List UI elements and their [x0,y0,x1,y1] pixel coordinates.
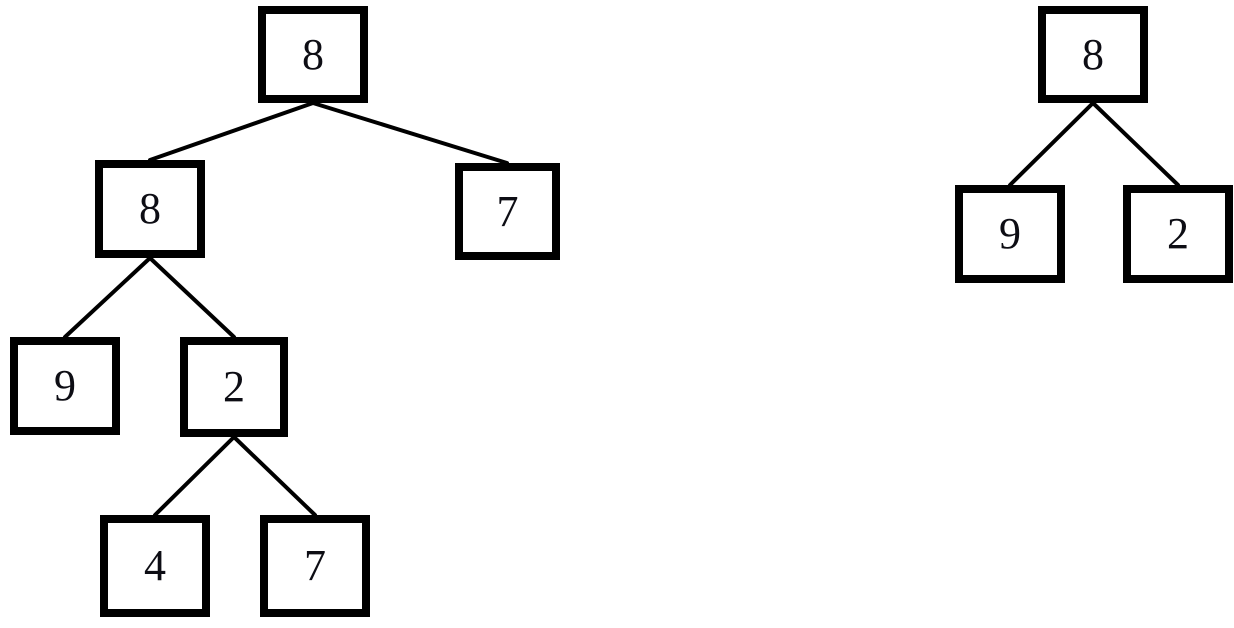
tree-node-value: 2 [223,362,245,411]
tree-node-value: 8 [1082,29,1104,79]
tree-node-value: 7 [304,541,326,590]
tree-node-n3[interactable]: 7 [455,163,560,260]
tree-node-n6[interactable]: 4 [100,515,210,617]
tree-node-n5[interactable]: 2 [180,337,288,437]
tree-edge-m1-m2 [1008,101,1095,187]
tree-node-value: 8 [139,184,161,233]
tree-edge-n2-n4 [63,256,152,339]
tree-node-m1[interactable]: 8 [1038,6,1148,103]
tree-node-n1[interactable]: 8 [258,6,368,103]
tree-node-m2[interactable]: 9 [955,185,1065,283]
tree-edge-n1-n2 [148,101,315,162]
tree-node-n4[interactable]: 9 [10,337,120,435]
tree-edge-n5-n6 [153,435,236,517]
tree-node-n2[interactable]: 8 [95,160,205,258]
tree-node-value: 8 [302,29,324,79]
tree-node-value: 4 [144,541,166,590]
tree-edge-m1-m3 [1091,101,1180,187]
tree-node-n7[interactable]: 7 [260,515,370,617]
tree-edge-n5-n7 [232,435,317,517]
tree-edge-n2-n5 [148,256,236,339]
tree-node-value: 9 [999,209,1021,258]
tree-edge-n1-n3 [311,101,509,165]
tree-node-value: 2 [1167,209,1189,258]
tree-node-value: 7 [496,186,519,236]
tree-node-m3[interactable]: 2 [1123,185,1233,283]
tree-node-value: 9 [54,361,76,410]
